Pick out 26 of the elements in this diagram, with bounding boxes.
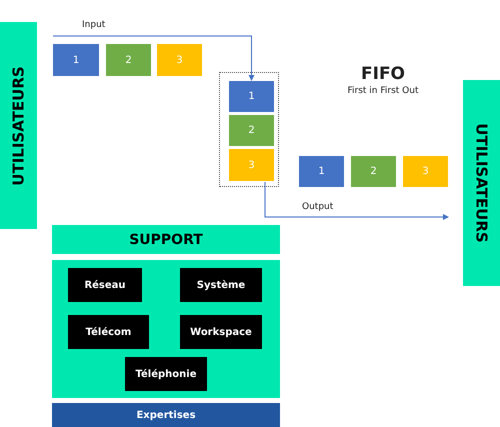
queue-box: 2 (229, 115, 274, 146)
category-box: Workspace (180, 315, 262, 349)
queue-box: 3 (403, 156, 448, 187)
category-box: Télécom (68, 315, 149, 349)
queue-box: 2 (351, 156, 396, 187)
queue-box: 2 (106, 44, 151, 76)
queue-frame (219, 72, 279, 187)
arrow (264, 182, 449, 220)
title: FIFO (361, 64, 406, 84)
queue-box: 3 (157, 44, 202, 76)
footer-bar: Expertises (52, 403, 280, 427)
arrow (52, 36, 254, 81)
category-box: Système (180, 268, 262, 302)
edge-label: Output (302, 202, 334, 212)
edge-label: Input (82, 20, 106, 30)
side-banner: UTILISATEURS (0, 22, 37, 229)
category-box: Téléphonie (125, 357, 207, 391)
queue-box: 1 (229, 81, 274, 112)
queue-box: 1 (53, 44, 99, 76)
header-bar: SUPPORT (52, 225, 280, 254)
queue-box: 1 (299, 156, 344, 187)
subtitle: First in First Out (348, 86, 418, 96)
panel-background (52, 260, 280, 398)
category-box: Réseau (68, 268, 142, 302)
side-banner: UTILISATEURS (463, 80, 500, 286)
queue-box: 3 (229, 149, 274, 181)
